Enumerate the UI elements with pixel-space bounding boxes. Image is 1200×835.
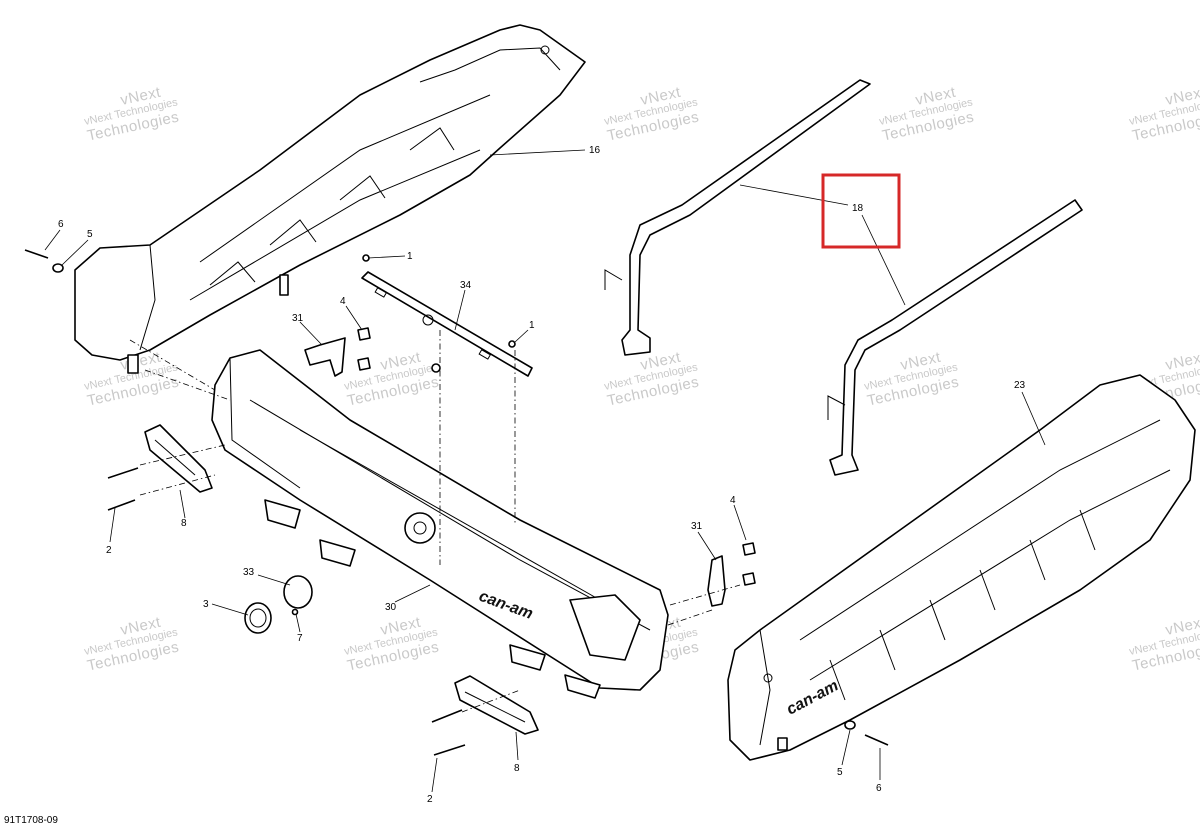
alignment-lines (129, 330, 741, 713)
hardware (24, 249, 889, 756)
latch-assemblies (144, 424, 539, 735)
callout-8-b: 8 (514, 763, 520, 774)
callout-31-b: 31 (691, 521, 703, 532)
callout-2: 2 (106, 545, 112, 556)
drawing-number: 91T1708-09 (4, 815, 58, 826)
callout-1-b: 1 (529, 320, 535, 331)
callout-5: 5 (87, 229, 93, 240)
callout-34: 34 (460, 280, 472, 291)
callout-5-b: 5 (837, 767, 843, 778)
callout-16: 16 (589, 145, 601, 156)
callout-33: 33 (243, 567, 255, 578)
callout-18: 18 (852, 203, 864, 214)
callout-6: 6 (58, 219, 64, 230)
callout-7: 7 (297, 633, 303, 644)
leader-lines (44, 149, 1046, 793)
callout-8: 8 (181, 518, 187, 529)
mount-brackets (304, 337, 726, 607)
callout-4: 4 (340, 296, 346, 307)
callout-3: 3 (203, 599, 209, 610)
callout-1: 1 (407, 251, 413, 262)
side-rail-right: can-am (727, 374, 1196, 761)
callout-4-b: 4 (730, 495, 736, 506)
emblem-discs (244, 575, 313, 634)
highlight-box (821, 173, 901, 249)
side-rail-left (74, 24, 586, 374)
callout-2-b: 2 (427, 794, 433, 805)
callout-6-b: 6 (876, 783, 882, 794)
rear-rail-bars (604, 79, 1083, 476)
callout-23: 23 (1014, 380, 1026, 391)
callout-30: 30 (385, 602, 397, 613)
callout-labels: 16 18 23 6 5 1 34 1 4 31 8 2 4 31 33 3 7… (58, 145, 1026, 805)
callout-31: 31 (292, 313, 304, 324)
bracket-plate (361, 271, 533, 377)
